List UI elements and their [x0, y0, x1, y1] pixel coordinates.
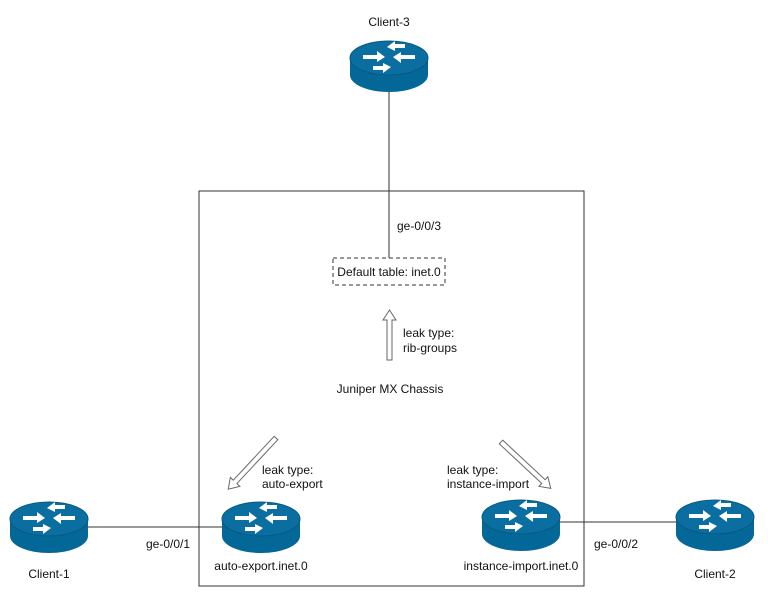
router-icon-client1[interactable]: [9, 499, 89, 555]
auto-export-arrow: [227, 435, 279, 490]
router-icon-client2[interactable]: [675, 497, 755, 553]
router-icon-instance-import[interactable]: [481, 497, 561, 553]
auto-export-leak-line2: auto-export: [262, 477, 323, 491]
client1-label: Client-1: [28, 567, 70, 581]
rib-groups-arrow: [382, 309, 397, 361]
auto-export-leak-line1: leak type:: [262, 463, 314, 477]
default-table-box: [332, 257, 446, 286]
instance-import-table-label: instance-import.inet.0: [463, 559, 579, 573]
client2-label: Client-2: [694, 567, 736, 581]
client3-label: Client-3: [368, 15, 410, 29]
ge002-label: ge-0/0/2: [594, 537, 639, 551]
chassis-label: Juniper MX Chassis: [336, 382, 444, 396]
instance-import-leak-line1: leak type:: [447, 463, 499, 477]
rib-groups-leak-line2: rib-groups: [403, 341, 458, 355]
ge001-label: ge-0/0/1: [146, 537, 191, 551]
instance-import-leak-line2: instance-import: [447, 477, 530, 491]
default-table-label: Default table: inet.0: [337, 265, 441, 279]
chassis-box: [198, 190, 585, 587]
rib-groups-leak-line1: leak type:: [403, 326, 455, 340]
ge003-label: ge-0/0/3: [397, 219, 442, 233]
instance-import-arrow: [498, 439, 552, 490]
router-icon-auto-export[interactable]: [221, 499, 301, 555]
auto-export-table-label: auto-export.inet.0: [214, 559, 308, 573]
router-icon-client3[interactable]: [349, 38, 429, 94]
